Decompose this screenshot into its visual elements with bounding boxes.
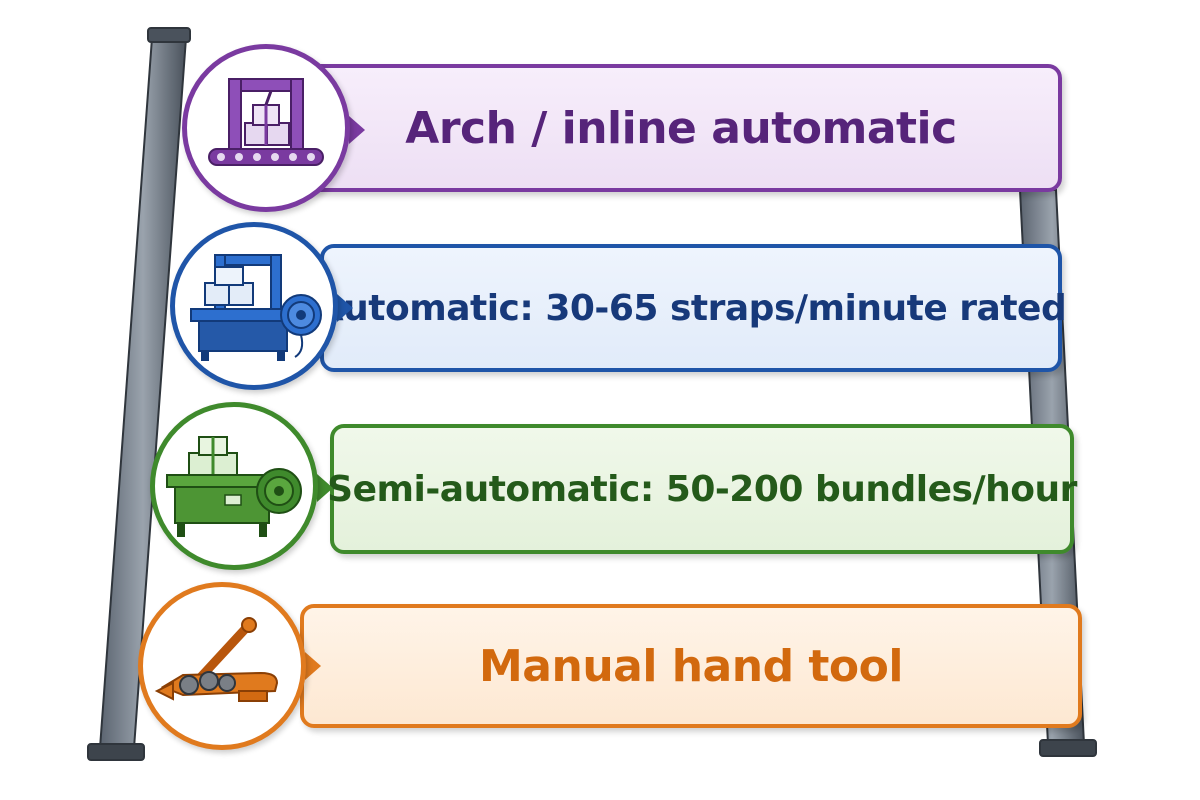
level-panel: Manual hand tool: [300, 604, 1082, 728]
level-panel: Automatic: 30-65 straps/minute rated: [316, 244, 1067, 372]
manual-strapping-tool-icon: [138, 582, 306, 750]
pointer-arrow: [349, 116, 365, 144]
automatic-strapping-machine-icon: [170, 222, 338, 390]
pointer-arrow: [305, 652, 321, 680]
semi-automatic-strapping-machine-icon: [150, 402, 318, 570]
level-label: Automatic: 30-65 straps/minute rated: [315, 287, 1067, 329]
level-label: Arch / inline automatic: [405, 102, 957, 154]
pointer-arrow: [337, 294, 353, 322]
arch-strapping-machine-icon: [182, 44, 350, 212]
left-rail-cap: [147, 27, 191, 43]
pointer-arrow: [317, 474, 333, 502]
level-panel: Arch / inline automatic: [300, 64, 1062, 192]
level-label: Manual hand tool: [479, 640, 903, 692]
left-rail-foot: [87, 743, 145, 761]
right-rail-foot: [1039, 739, 1097, 757]
level-panel: Semi-automatic: 50-200 bundles/hour: [327, 424, 1077, 554]
level-label: Semi-automatic: 50-200 bundles/hour: [327, 468, 1077, 510]
